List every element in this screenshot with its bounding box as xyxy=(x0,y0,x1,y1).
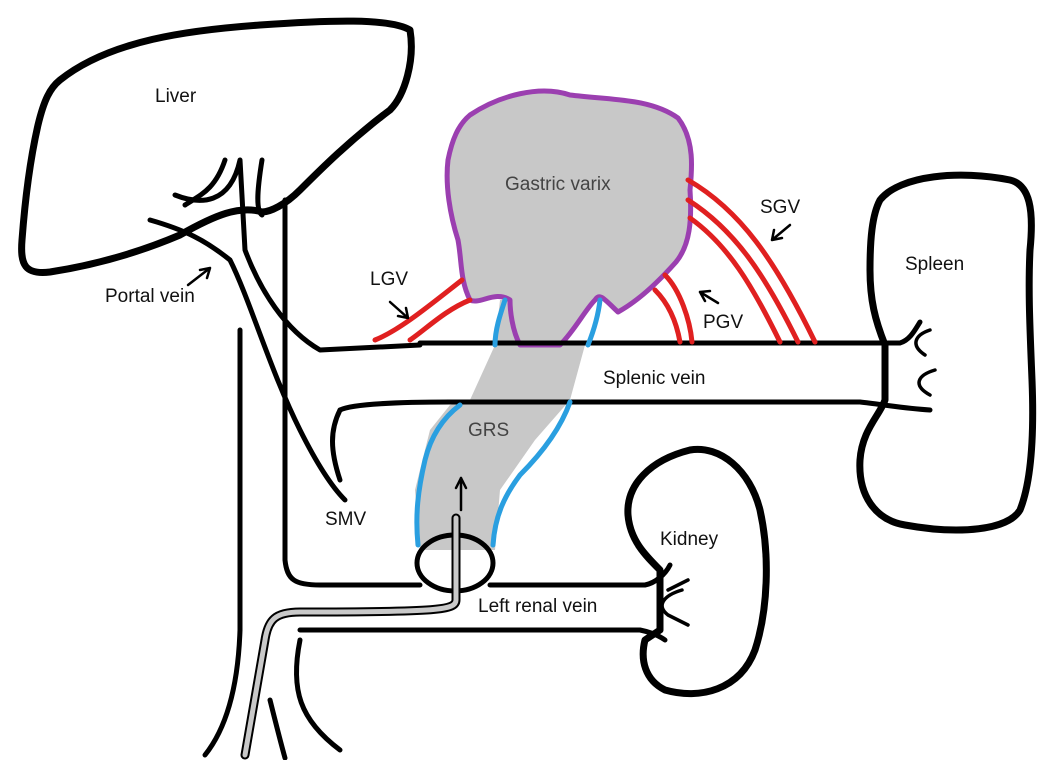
lgv-vessel-inner xyxy=(410,300,470,340)
ivc-left-wall xyxy=(205,330,240,755)
gastric-varix-label: Gastric varix xyxy=(505,174,611,195)
smv-right-wall xyxy=(333,410,341,480)
liver-outline xyxy=(22,21,412,272)
spleen-label: Spleen xyxy=(905,254,964,275)
sgv-arrow xyxy=(772,225,790,240)
pgv-label: PGV xyxy=(703,312,743,333)
spleen-outline xyxy=(860,175,1033,530)
left-renal-vein-upper-wall xyxy=(490,565,670,585)
portal-vein-arrow xyxy=(188,268,210,285)
kidney-label: Kidney xyxy=(660,529,719,550)
grs-label: GRS xyxy=(468,420,509,441)
portal-vein-label: Portal vein xyxy=(105,286,195,307)
smv-label: SMV xyxy=(325,509,367,530)
splenic-vein-lower-wall xyxy=(340,402,930,410)
liver-label: Liver xyxy=(155,86,197,107)
sgv-label: SGV xyxy=(760,197,800,218)
pgv-arrow xyxy=(700,291,718,303)
kidney-outline xyxy=(628,449,766,693)
ivc-lower-branch-2 xyxy=(270,700,285,758)
splenic-vein-label: Splenic vein xyxy=(603,368,705,389)
left-renal-vein-lower-wall xyxy=(300,630,665,640)
pgv-vessel-inner xyxy=(655,290,680,342)
gastric-varix xyxy=(447,91,691,345)
left-renal-vein-label: Left renal vein xyxy=(478,596,597,617)
lgv-label: LGV xyxy=(370,269,408,290)
ivc-lower-branch xyxy=(296,640,340,750)
lgv-arrow xyxy=(390,302,408,318)
